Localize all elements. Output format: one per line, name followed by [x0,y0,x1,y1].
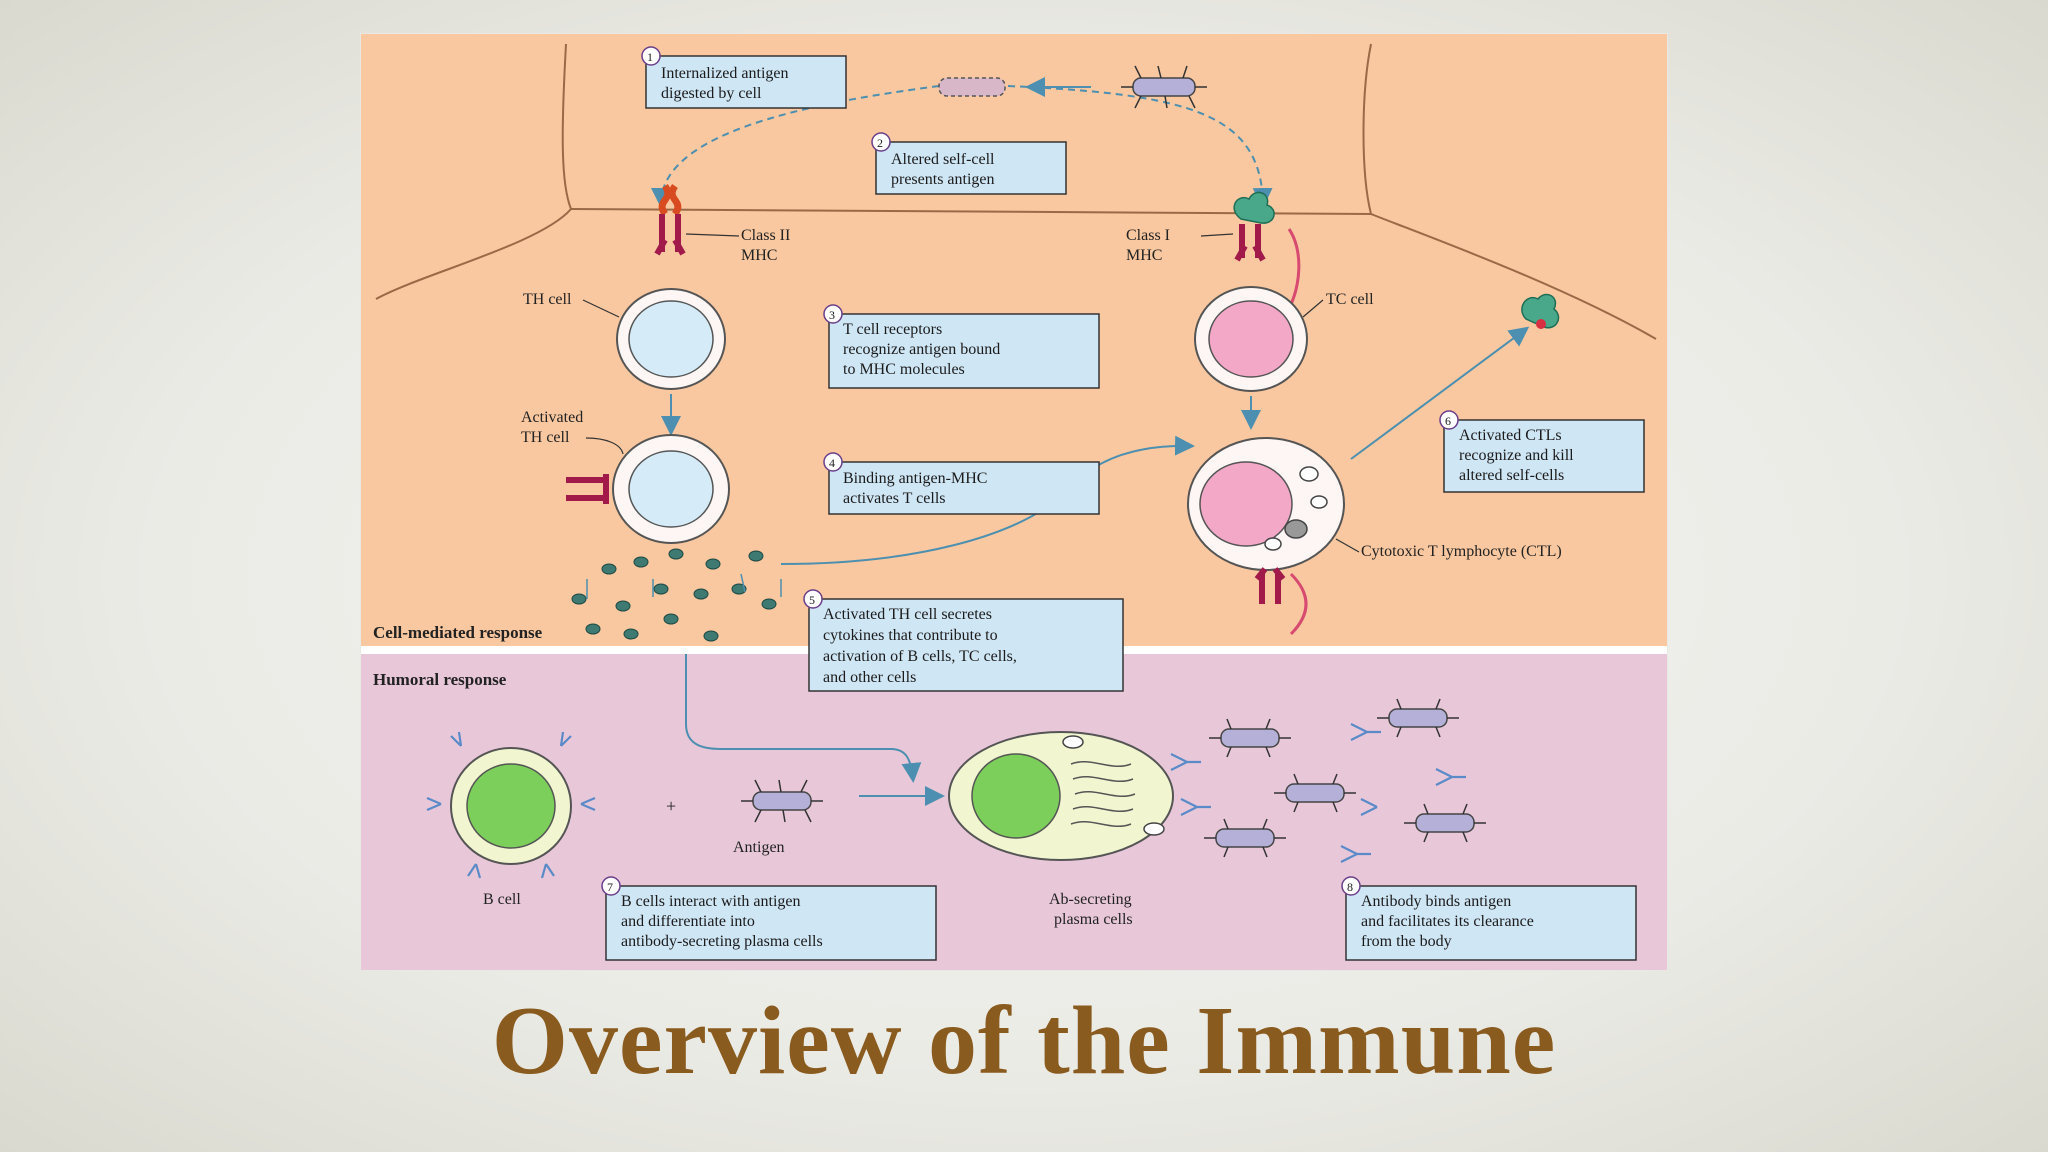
ctl-cell [1187,437,1345,636]
plasma-cell [948,731,1174,861]
antigen-humoral [741,779,823,823]
cytokines [571,548,777,642]
class2-mhc-label-1: Class II [741,227,790,244]
svg-text:presents antigen: presents antigen [891,171,995,188]
svg-text:antibody-secreting plasma cell: antibody-secreting plasma cells [621,933,823,950]
slide-title: Overview of the Immune [491,987,1557,1095]
antigen-digested [938,77,1006,97]
activated-th-label-1: Activated [521,409,583,426]
svg-text:Activated TH cell secretes: Activated TH cell secretes [823,606,992,623]
svg-text:from the body: from the body [1361,933,1452,950]
svg-text:1: 1 [647,50,653,64]
svg-text:3: 3 [829,308,835,322]
ctl-label: Cytotoxic T lymphocyte (CTL) [1361,543,1562,560]
antibody-antigen-cluster [1170,698,1486,863]
immune-diagram: Class II MHC Class I MHC TH cell TC cell… [360,33,1668,971]
tc-cell [1194,286,1308,392]
svg-text:Binding antigen-MHC: Binding antigen-MHC [843,470,987,487]
step-box-5: 5 Activated TH cell secretes cytokines t… [803,589,1124,692]
svg-text:cytokines that contribute to: cytokines that contribute to [823,627,998,644]
svg-text:activates T cells: activates T cells [843,490,945,507]
svg-text:recognize antigen bound: recognize antigen bound [843,341,1000,358]
svg-text:and differentiate into: and differentiate into [621,913,755,930]
svg-text:digested by cell: digested by cell [661,85,762,102]
svg-text:Activated CTLs: Activated CTLs [1459,427,1562,444]
step-box-6: 6 Activated CTLs recognize and kill alte… [1439,410,1645,493]
killed-cell-fragment [1521,293,1560,329]
svg-text:4: 4 [829,456,835,470]
cell-mediated-label: Cell-mediated response [373,623,543,642]
tc-cell-label: TC cell [1326,291,1374,308]
step-box-3: 3 T cell receptors recognize antigen bou… [823,304,1100,389]
step-box-8: 8 Antibody binds antigen and facilitates… [1341,876,1637,961]
antigen-top [1121,65,1207,109]
plasma-label-2: plasma cells [1054,911,1133,928]
svg-text:to MHC molecules: to MHC molecules [843,361,965,378]
plasma-label-1: Ab-secreting [1049,891,1132,908]
step-box-7: 7 B cells interact with antigen and diff… [601,876,937,961]
svg-text:8: 8 [1347,880,1353,894]
svg-text:activation of B cells, TC cell: activation of B cells, TC cells, [823,648,1017,665]
svg-text:Altered self-cell: Altered self-cell [891,151,995,168]
svg-text:B cells interact with antigen: B cells interact with antigen [621,893,801,910]
class1-mhc-label-1: Class I [1126,227,1170,244]
step-box-2: 2 Altered self-cell presents antigen [871,132,1067,195]
activated-th-label-2: TH cell [521,429,570,446]
svg-text:and facilitates its clearance: and facilitates its clearance [1361,913,1534,930]
svg-text:Antibody binds antigen: Antibody binds antigen [1361,893,1511,910]
step-box-1: 1 Internalized antigen digested by cell [641,46,847,109]
svg-text:T cell receptors: T cell receptors [843,321,942,338]
svg-text:and other cells: and other cells [823,669,916,686]
class1-mhc [1233,191,1301,320]
svg-text:5: 5 [809,593,815,607]
humoral-label: Humoral response [373,670,507,689]
th-cell [616,288,726,390]
self-cell-membrane [375,43,573,300]
cytokine-to-plasma-arrow [685,654,922,783]
activated-th-cell [566,434,730,544]
antigen-label: Antigen [733,839,785,856]
svg-text:6: 6 [1445,414,1451,428]
class2-mhc [654,183,686,256]
svg-text:recognize and kill: recognize and kill [1459,447,1574,464]
antigen-path-right [1007,85,1273,208]
antigen-path-left [651,85,940,208]
b-cell [426,731,596,879]
ctl-kill-arrow [1350,326,1530,460]
svg-text:2: 2 [877,136,883,150]
class1-mhc-label-2: MHC [1126,247,1162,264]
class2-mhc-label-2: MHC [741,247,777,264]
svg-text:Internalized antigen: Internalized antigen [661,65,789,82]
step-box-4: 4 Binding antigen-MHC activates T cells [823,452,1100,515]
th-cell-label: TH cell [523,291,572,308]
svg-text:altered self-cells: altered self-cells [1459,467,1564,484]
plus-sign: + [666,796,676,816]
svg-text:7: 7 [607,880,613,894]
b-cell-label: B cell [483,891,521,908]
